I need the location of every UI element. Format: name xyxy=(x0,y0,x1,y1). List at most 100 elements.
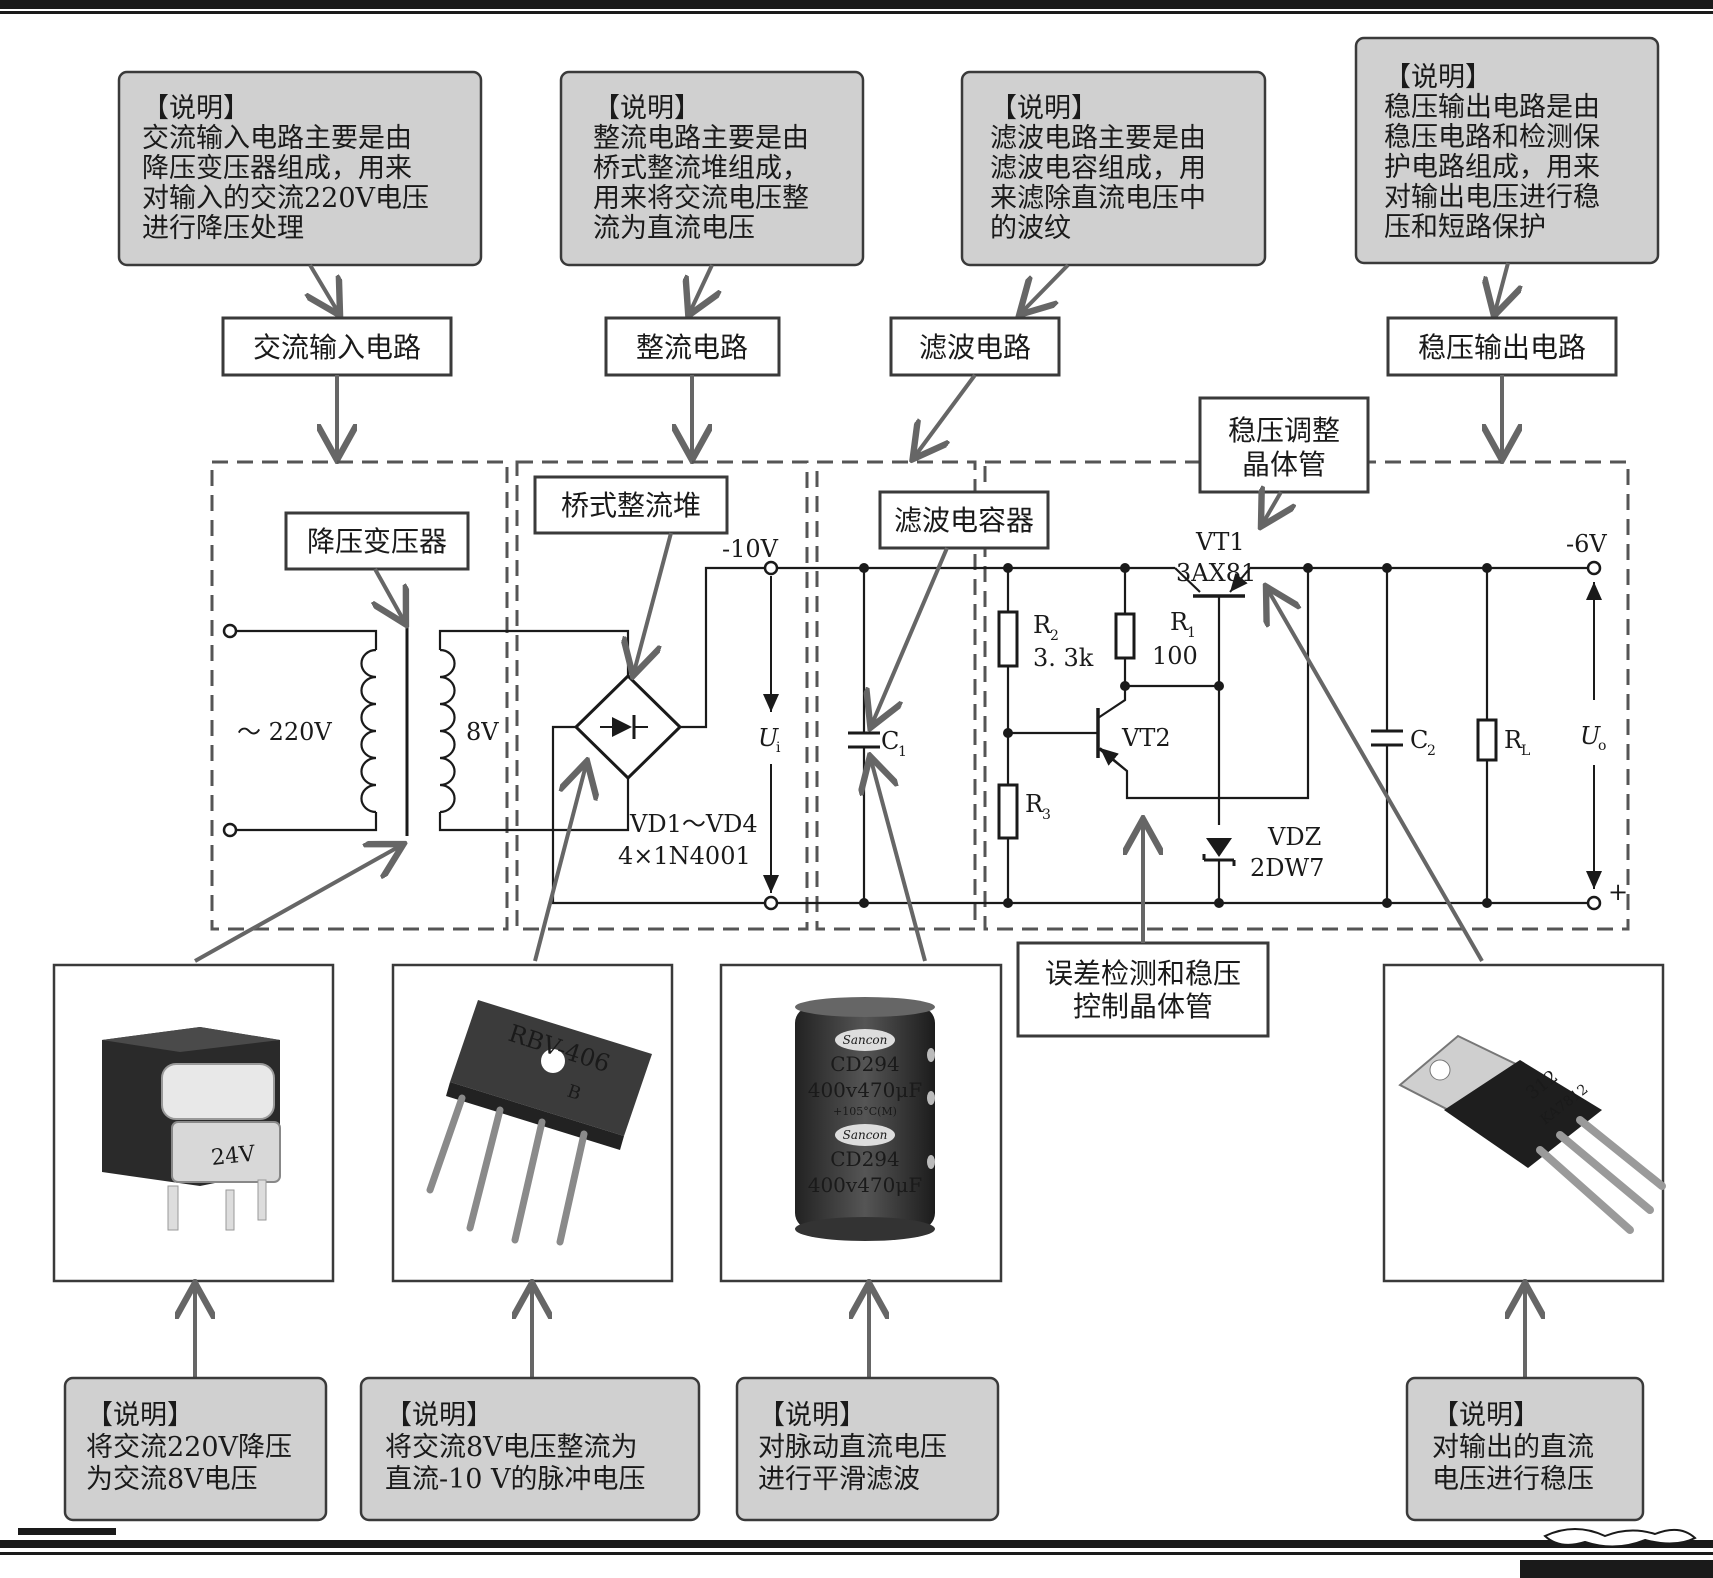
note-top-rectifier: 【说明】 整流电路主要是由 桥式整流堆组成， 用来将交流电压整 流为直流电压 xyxy=(559,70,865,267)
note-heading: 【说明】 xyxy=(990,93,1098,124)
r3-resistor xyxy=(997,783,1019,840)
note-line: 交流输入电路主要是由 xyxy=(142,123,412,154)
vt1-emitter-arrow xyxy=(1229,567,1251,593)
callout-text: 误差检测和稳压 xyxy=(1045,957,1241,990)
photo-bridge: RBV-406 B xyxy=(391,963,674,1283)
note-line: 直流-10 V的脉冲电压 xyxy=(385,1464,646,1495)
ac-terminal-top xyxy=(222,623,238,639)
note-bottom-bridge: 【说明】 将交流8V电压整流为 直流-10 V的脉冲电压 xyxy=(359,1376,701,1522)
footer-mark xyxy=(18,1528,116,1535)
junction-node xyxy=(1003,563,1013,573)
note-heading: 【说明】 xyxy=(86,1400,194,1431)
note-line: 电压进行稳压 xyxy=(1432,1464,1594,1495)
note-heading: 【说明】 xyxy=(142,93,250,124)
junction-node xyxy=(1120,681,1130,691)
arrow-photo-to-regulator xyxy=(1268,590,1484,962)
r2-value: 3. 3k xyxy=(1033,644,1094,672)
arrow-label-to-section xyxy=(915,373,977,456)
cap-rating-2: 400v470μF xyxy=(808,1173,923,1197)
junction-node xyxy=(1120,563,1130,573)
arrow-callout-bridge xyxy=(634,532,673,672)
note-line: 护电路组成，用来 xyxy=(1384,152,1600,183)
cap-brand: Sancon xyxy=(843,1033,888,1047)
note-line: 对输出的直流 xyxy=(1432,1432,1594,1463)
vt1-label: VT1 xyxy=(1195,528,1245,556)
section-label-text: 稳压输出电路 xyxy=(1418,331,1586,364)
note-line: 桥式整流堆组成， xyxy=(593,153,809,184)
r3-label: R xyxy=(1025,790,1044,818)
section-label-regulator: 稳压输出电路 xyxy=(1386,316,1618,377)
junction-node xyxy=(859,898,869,908)
junction-node xyxy=(1482,563,1492,573)
note-line: 稳压输出电路是由 xyxy=(1384,92,1600,123)
cap-temp: +105°C(M) xyxy=(833,1105,897,1118)
note-line: 对脉动直流电压 xyxy=(758,1432,947,1463)
junction-node xyxy=(1214,898,1224,908)
note-line: 的波纹 xyxy=(990,213,1071,244)
callout-bridge: 桥式整流堆 xyxy=(533,475,729,535)
ground-terminal-ui xyxy=(763,895,779,911)
note-line: 降压变压器组成，用来 xyxy=(142,153,412,184)
bridge-negative-wire xyxy=(551,725,765,905)
note-line: 对输入的交流220V电压 xyxy=(142,183,429,214)
bottom-border-line xyxy=(0,1552,1713,1555)
ui-subscript: i xyxy=(776,740,781,756)
note-line: 滤波电容组成，用 xyxy=(990,153,1206,184)
note-top-regulator: 【说明】 稳压输出电路是由 稳压电路和检测保 护电路组成，用来 对输出电压进行稳… xyxy=(1354,36,1660,265)
section-label-rectifier: 整流电路 xyxy=(604,316,781,377)
callout-text: 降压变压器 xyxy=(307,525,447,558)
note-line: 将交流220V降压 xyxy=(86,1432,292,1463)
uo-label: U xyxy=(1580,722,1601,750)
rl-subscript: L xyxy=(1521,743,1530,759)
region-ac-input xyxy=(210,460,509,931)
callout-text: 控制晶体管 xyxy=(1073,990,1213,1023)
note-bottom-transformer: 【说明】 将交流220V降压 为交流8V电压 xyxy=(63,1376,328,1522)
note-bottom-capacitor: 【说明】 对脉动直流电压 进行平滑滤波 xyxy=(735,1376,1000,1522)
vdz-label: VDZ xyxy=(1267,823,1321,851)
rl-label: R xyxy=(1504,726,1523,754)
arrow-note-to-label xyxy=(1495,262,1508,312)
arrow-callout-regulator xyxy=(1263,492,1281,523)
bridge-positive-wire xyxy=(680,566,765,729)
diode-model-label: 4×1N4001 xyxy=(618,842,751,870)
arrow-photo-to-transformer xyxy=(194,846,400,963)
junction-node xyxy=(1303,563,1313,573)
bottom-border-bar xyxy=(0,1540,1713,1548)
junction-node xyxy=(1382,563,1392,573)
section-label-filter: 滤波电路 xyxy=(889,316,1061,377)
bridge-image: RBV-406 B xyxy=(426,1000,652,1246)
note-heading: 【说明】 xyxy=(1384,62,1492,93)
arrow-note-to-label xyxy=(310,263,338,312)
vt2-emitter-wire xyxy=(1097,568,1310,800)
bridge-marking-b: B xyxy=(564,1081,583,1105)
bridge-rectifier-symbol xyxy=(573,673,683,781)
note-top-filter: 【说明】 滤波电路主要是由 滤波电容组成，用 来滤除直流电压中 的波纹 xyxy=(960,70,1267,267)
ac-input-wires xyxy=(236,629,378,832)
arrow-photo-to-bridge xyxy=(533,765,586,962)
callout-text: 桥式整流堆 xyxy=(561,489,701,522)
arrow-photo-to-cap xyxy=(871,760,927,962)
note-line: 稳压电路和检测保 xyxy=(1384,122,1600,153)
top-border-bar xyxy=(0,0,1713,9)
region-filter xyxy=(815,460,977,931)
callout-text: 滤波电容器 xyxy=(894,504,1034,537)
uo-subscript: o xyxy=(1598,738,1606,754)
r1-label: R xyxy=(1170,608,1189,636)
secondary-wire-bottom xyxy=(438,778,630,832)
vt2-collector xyxy=(1097,684,1219,719)
cap-model-2: CD294 xyxy=(830,1147,900,1171)
capacitor-image: Sancon CD294 400v470μF +105°C(M) Sancon … xyxy=(795,997,935,1241)
secondary-voltage-label: 8V xyxy=(466,718,499,746)
c2-label: C xyxy=(1410,726,1428,754)
c1-label: C xyxy=(881,727,899,755)
note-line: 滤波电路主要是由 xyxy=(990,123,1206,154)
cap-brand-2: Sancon xyxy=(843,1128,888,1142)
arrow-callout-transformer xyxy=(375,568,404,621)
diode-label: VD1～VD4 xyxy=(629,810,758,838)
callout-transformer: 降压变压器 xyxy=(284,511,470,571)
region-regulator xyxy=(983,460,1630,931)
note-heading: 【说明】 xyxy=(593,93,701,124)
section-label-ac-input: 交流输入电路 xyxy=(221,316,453,377)
callout-text: 晶体管 xyxy=(1242,448,1326,481)
